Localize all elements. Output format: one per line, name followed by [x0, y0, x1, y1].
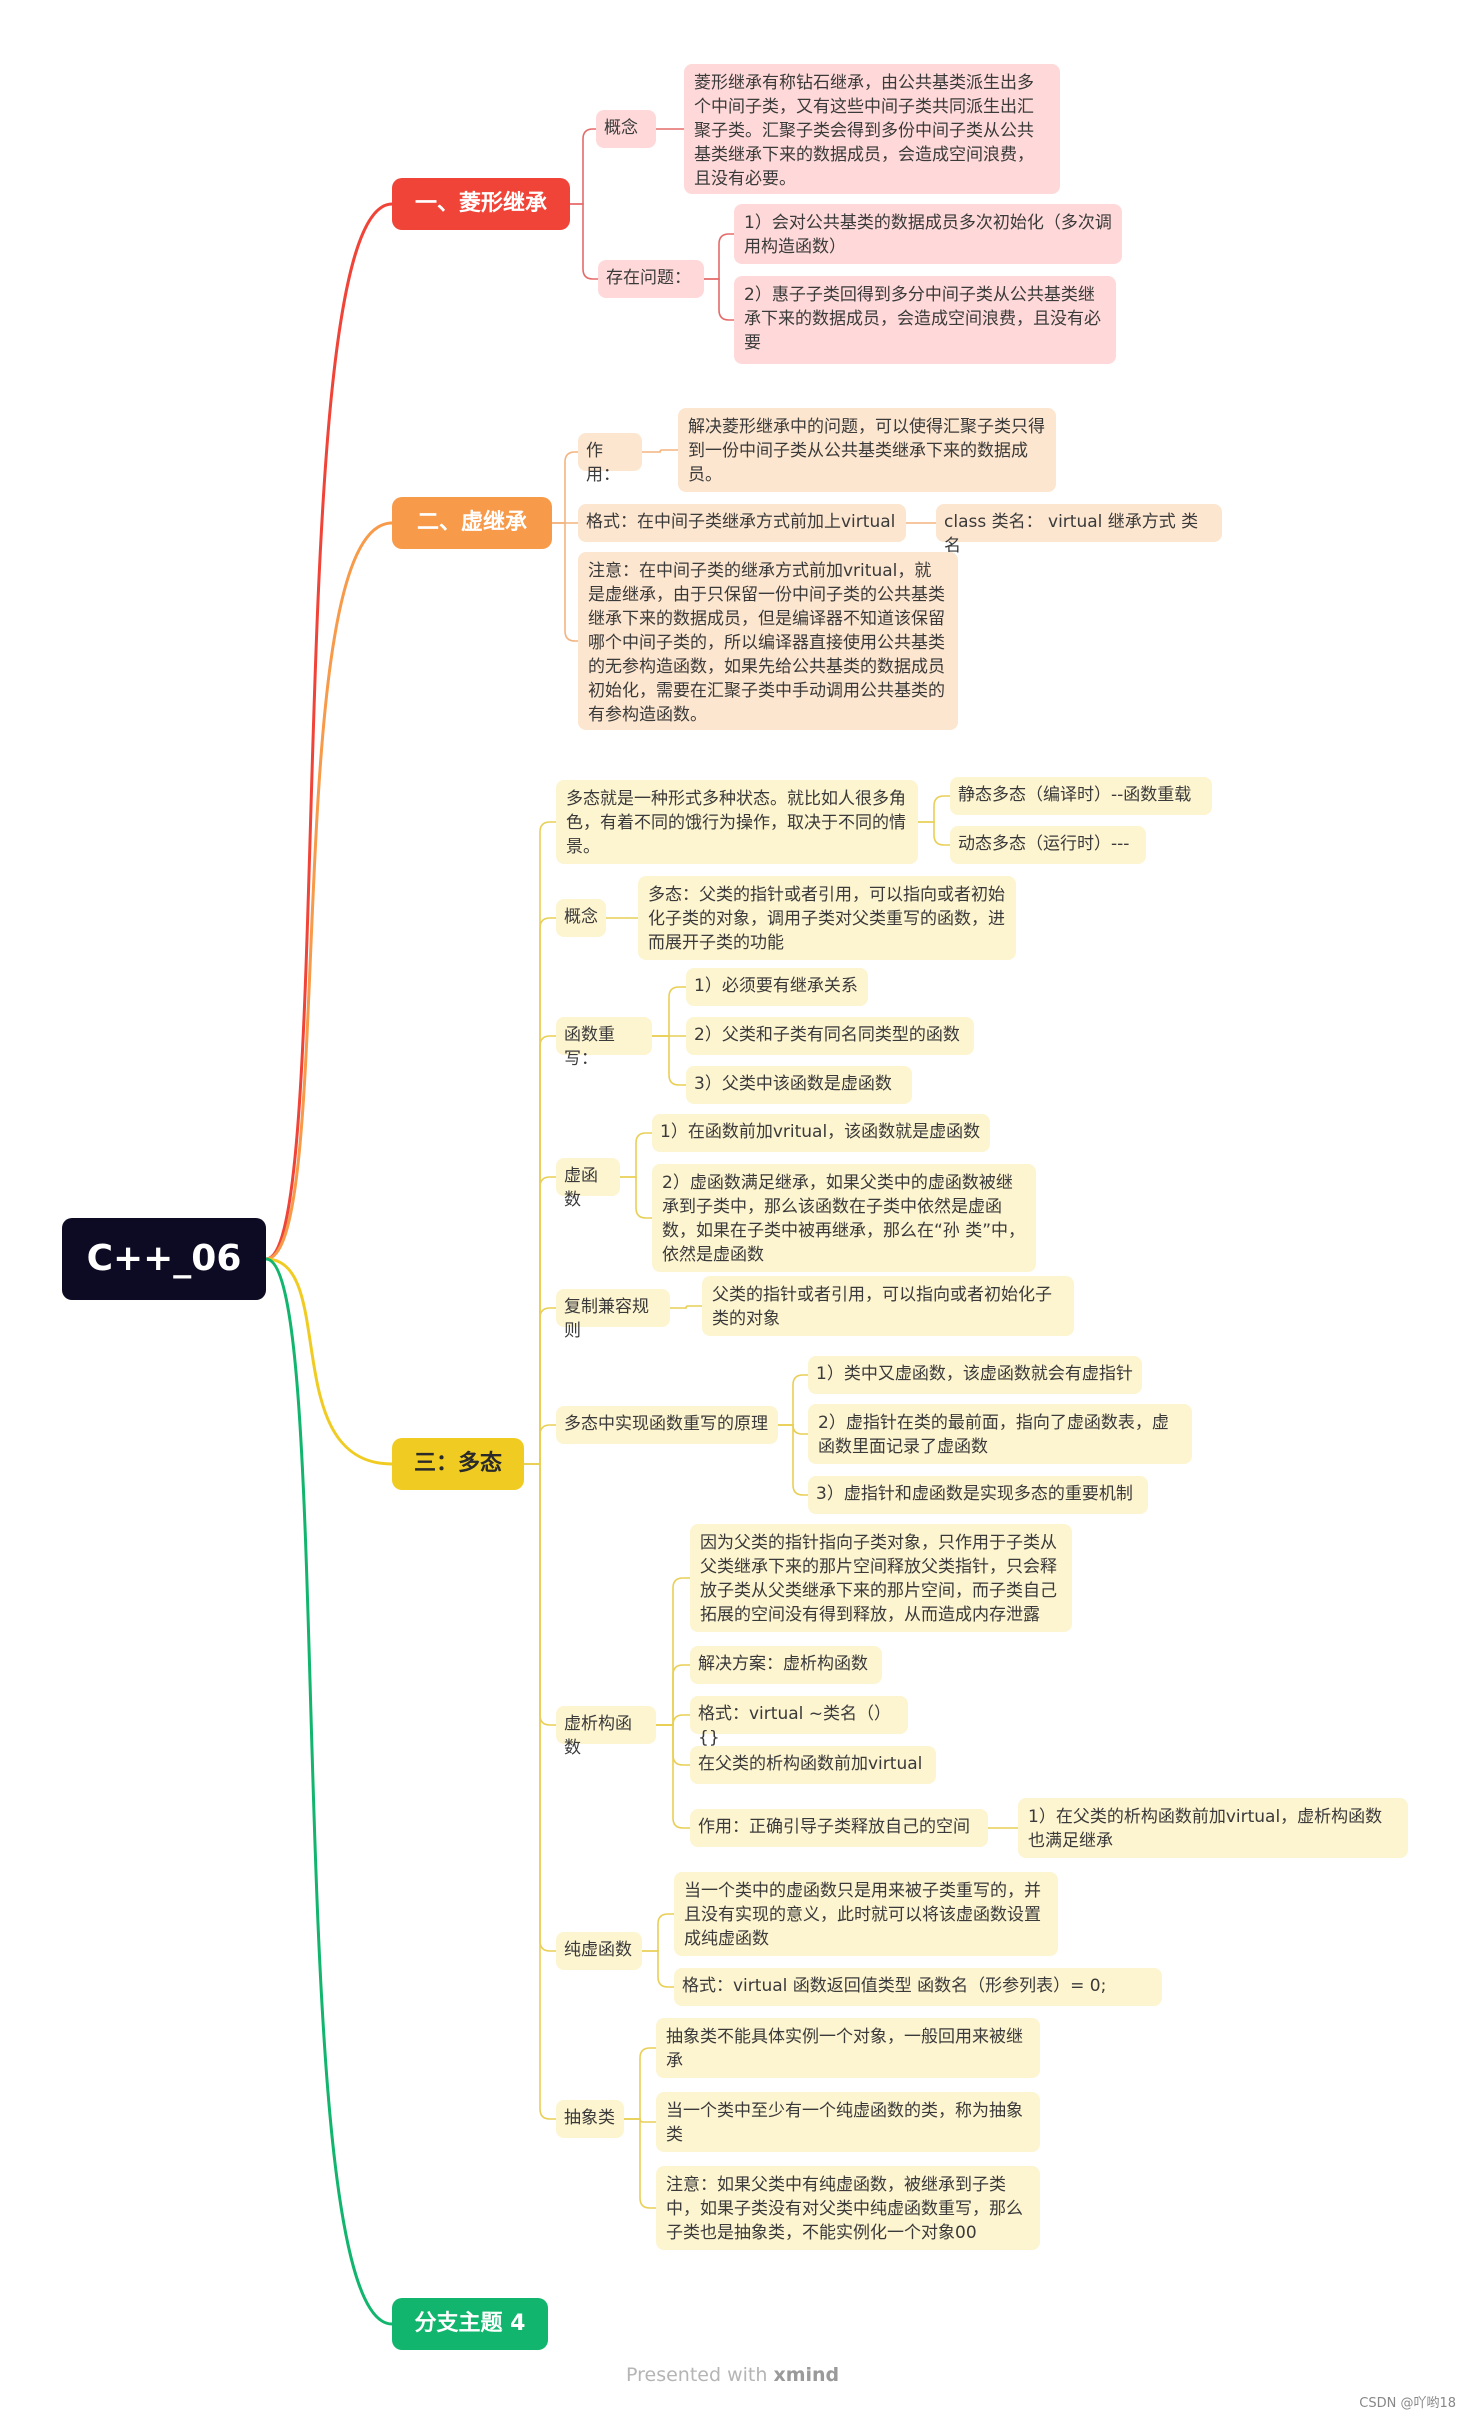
topic-abstract-class-note[interactable]: 注意：如果父类中有纯虚函数，被继承到子类中，如果子类没有对父类中纯虚函数重写，那… — [656, 2166, 1040, 2250]
connector-b3c3-b3c3c1 — [619, 1176, 653, 1219]
topic-virtual-function-1[interactable]: 1）在函数前加vritual，该函数就是虚函数 — [652, 1114, 990, 1152]
connector-b3c5-b3c5c2 — [777, 1424, 809, 1496]
topic-pure-virtual-format[interactable]: 格式：virtual 函数返回值类型 函数名（形参列表）= 0; — [674, 1968, 1162, 2006]
branch-polymorphism[interactable]: 三：多态 — [392, 1438, 524, 1490]
topic-dynamic-polymorphism[interactable]: 动态多态（运行时）--- — [950, 826, 1146, 864]
topic-principle-3[interactable]: 3）虚指针和虚函数是实现多态的重要机制 — [808, 1476, 1148, 1514]
connector-root-b2 — [264, 521, 394, 1261]
connector-b3c5-b3c5c0 — [777, 1374, 809, 1426]
topic-format[interactable]: 格式：在中间子类继承方式前加上virtual — [578, 504, 906, 542]
topic-static-polymorphism[interactable]: 静态多态（编译时）--函数重载 — [950, 777, 1212, 815]
connector-b1-b1c0 — [569, 128, 597, 205]
connector-b3c6-b3c6c0 — [655, 1577, 691, 1726]
topic-virtual-destructor[interactable]: 虚析构函数 — [556, 1706, 656, 1758]
topic-override-rule-2[interactable]: 2）父类和子类有同名同类型的函数 — [686, 1017, 974, 1055]
branch-virtual-inheritance[interactable]: 二、虚继承 — [392, 497, 552, 549]
topic-destructor-purpose[interactable]: 作用：正确引导子类释放自己的空间 — [690, 1809, 988, 1847]
connector-b2-b2c2 — [551, 522, 579, 642]
connector-root-b1 — [264, 202, 394, 1261]
topic-virtual-function[interactable]: 虚函数 — [556, 1158, 620, 1210]
connector-b3c7-b3c7c1 — [641, 1950, 675, 1988]
topic-pure-virtual-definition[interactable]: 当一个类中的虚函数只是用来被子类重写的，并且没有实现的意义，此时就可以将该虚函数… — [674, 1872, 1058, 1956]
topic-function-override[interactable]: 函数重写： — [556, 1017, 652, 1069]
branch-diamond-inheritance[interactable]: 一、菱形继承 — [392, 178, 570, 230]
xmind-logo: xmind — [773, 2364, 840, 2386]
topic-override-rule-1[interactable]: 1）必须要有继承关系 — [686, 968, 868, 1006]
topic-abstract-class-2[interactable]: 当一个类中至少有一个纯虚函数的类，称为抽象类 — [656, 2092, 1040, 2152]
connector-b3-b3c8 — [523, 1463, 557, 2120]
connector-root-b4 — [264, 1257, 394, 2326]
topic-virtual-function-2[interactable]: 2）虚函数满足继承，如果父类中的虚函数被继承到子类中，那么该函数在子类中依然是虚… — [652, 1164, 1036, 1272]
connector-b3c0-b3c0c0 — [917, 795, 951, 823]
topic-problem-2[interactable]: 2）惠子子类回得到多分中间子类从公共基类继承下来的数据成员，会造成空间浪费，且没… — [734, 276, 1116, 364]
topic-polymorphism-definition[interactable]: 多态就是一种形式多种状态。就比如人很多角色，有着不同的饿行为操作，取决于不同的情… — [556, 780, 918, 864]
connector-b3-b3c4 — [523, 1307, 557, 1465]
footer-prefix: Presented with — [626, 2364, 768, 2386]
connector-b2-b2c0 — [551, 451, 579, 524]
connector-b2c0-b2c0c0 — [641, 449, 679, 453]
connector-b1-b1c1 — [569, 203, 599, 280]
connector-b3c0-b3c0c1 — [917, 821, 951, 846]
topic-copy-compatibility-detail[interactable]: 父类的指针或者引用，可以指向或者初始化子类的对象 — [702, 1276, 1074, 1336]
topic-purpose-detail[interactable]: 解决菱形继承中的问题，可以使得汇聚子类只得到一份中间子类从公共基类继承下来的数据… — [678, 408, 1056, 492]
topic-format-syntax[interactable]: class 类名： virtual 继承方式 类名 — [936, 504, 1222, 556]
topic-problem-1[interactable]: 1）会对公共基类的数据成员多次初始化（多次调用构造函数） — [734, 204, 1122, 264]
connector-b3c8-b3c8c2 — [623, 2118, 657, 2209]
topic-principle-2[interactable]: 2）虚指针在类的最前面，指向了虚函数表，虚函数里面记录了虚函数 — [808, 1404, 1192, 1464]
topic-destructor-format[interactable]: 格式：virtual ~类名（）{} — [690, 1696, 908, 1748]
topic-concept[interactable]: 概念 — [596, 110, 656, 148]
connector-b3-b3c1 — [523, 917, 557, 1465]
topic-purpose[interactable]: 作用： — [578, 433, 642, 485]
connector-b3c8-b3c8c0 — [623, 2047, 657, 2120]
connector-root-b3 — [264, 1257, 394, 1466]
connector-b3-b3c2 — [523, 1035, 557, 1465]
connector-b3c7-b3c7c0 — [641, 1913, 675, 1952]
topic-pure-virtual-function[interactable]: 纯虚函数 — [556, 1932, 642, 1970]
topic-abstract-class[interactable]: 抽象类 — [556, 2100, 624, 2138]
topic-problems[interactable]: 存在问题： — [598, 260, 704, 298]
footer-watermark: Presented with xmind — [626, 2364, 839, 2386]
connector-b3-b3c0 — [523, 821, 557, 1465]
connector-b3-b3c3 — [523, 1176, 557, 1465]
connector-b3c6-b3c6c1 — [655, 1664, 691, 1726]
connector-b3-b3c5 — [523, 1424, 557, 1465]
branch-topic-4[interactable]: 分支主题 4 — [392, 2298, 548, 2350]
topic-override-principle[interactable]: 多态中实现函数重写的原理 — [556, 1406, 778, 1444]
topic-polymorphism-concept-detail[interactable]: 多态：父类的指针或者引用，可以指向或者初始化子类的对象，调用子类对父类重写的函数… — [638, 876, 1016, 960]
topic-destructor-add-virtual[interactable]: 在父类的析构函数前加virtual — [690, 1746, 936, 1784]
topic-principle-1[interactable]: 1）类中又虚函数，该虚函数就会有虚指针 — [808, 1356, 1142, 1394]
credit-watermark: CSDN @吖哟18 — [1359, 2396, 1456, 2411]
topic-override-rule-3[interactable]: 3）父类中该函数是虚函数 — [686, 1066, 912, 1104]
topic-destructor-solution[interactable]: 解决方案：虚析构函数 — [690, 1646, 882, 1684]
topic-copy-compatibility-rule[interactable]: 复制兼容规则 — [556, 1289, 670, 1341]
root-topic[interactable]: C++_06 — [62, 1218, 266, 1300]
topic-polymorphism-concept[interactable]: 概念 — [556, 899, 606, 937]
topic-destructor-problem[interactable]: 因为父类的指针指向子类对象，只作用于子类从父类继承下来的那片空间释放父类指针，只… — [690, 1524, 1072, 1632]
topic-abstract-class-1[interactable]: 抽象类不能具体实例一个对象，一般回用来被继承 — [656, 2018, 1040, 2078]
connector-b3c2-b3c2c0 — [651, 986, 687, 1037]
connector-b3c2-b3c2c2 — [651, 1035, 687, 1086]
connector-b1c1-b1c1c0 — [703, 233, 735, 280]
connector-b3c6-b3c6c4 — [655, 1724, 691, 1829]
topic-destructor-inheritance[interactable]: 1）在父类的析构函数前加virtual，虚析构函数也满足继承 — [1018, 1798, 1408, 1858]
connector-b1c1-b1c1c1 — [703, 278, 735, 321]
connector-b3c3-b3c3c0 — [619, 1132, 653, 1178]
topic-virtual-inheritance-note[interactable]: 注意：在中间子类的继承方式前加vritual，就是虚继承，由于只保留一份中间子类… — [578, 552, 958, 730]
connector-b3c4-b3c4c0 — [669, 1305, 703, 1309]
topic-concept-detail[interactable]: 菱形继承有称钻石继承，由公共基类派生出多个中间子类，又有这些中间子类共同派生出汇… — [684, 64, 1060, 194]
